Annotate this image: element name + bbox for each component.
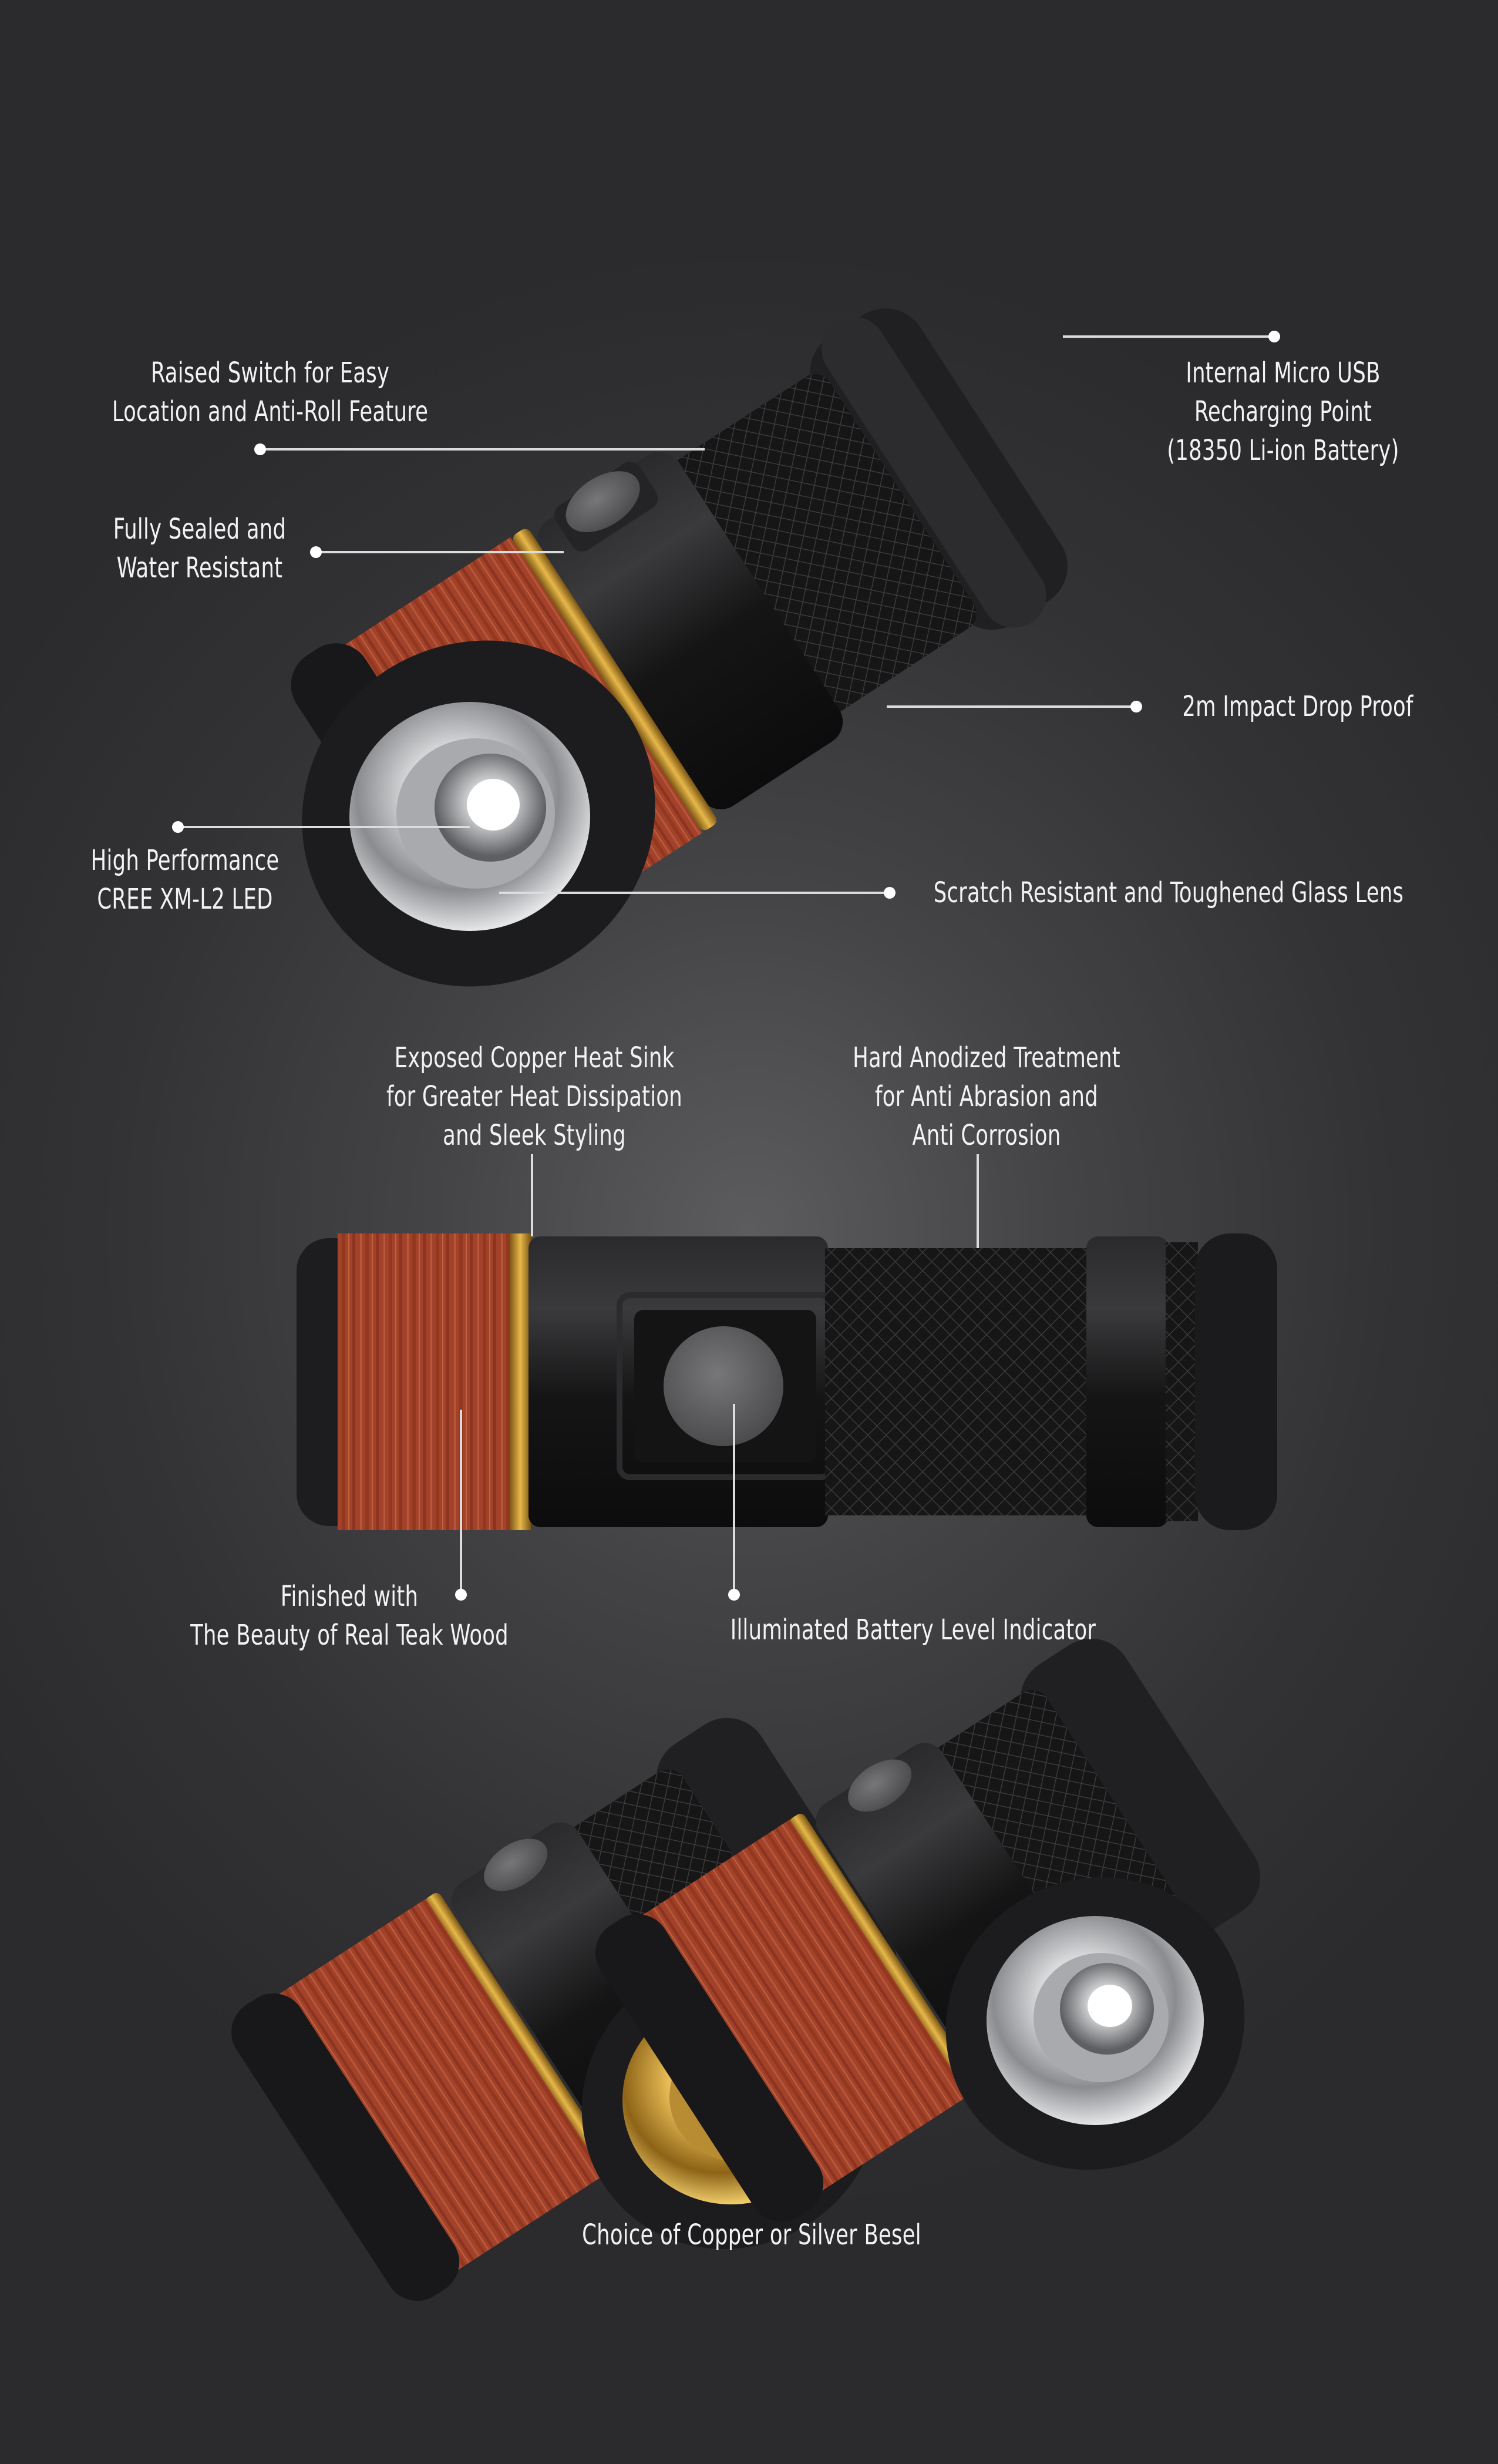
leader-dots bbox=[172, 331, 1280, 1601]
callout-drop-proof: 2m Impact Drop Proof bbox=[1182, 690, 1413, 723]
callout-battery-indicator: Illuminated Battery Level Indicator bbox=[730, 1613, 1096, 1646]
flashlight-side-illustration bbox=[297, 1233, 1277, 1530]
leader-lines bbox=[178, 335, 1274, 1595]
callout-glass-lens: Scratch Resistant and Toughened Glass Le… bbox=[933, 876, 1404, 909]
callout-bezel-choice: Choice of Copper or Silver Besel bbox=[582, 2218, 921, 2251]
callout-teak-wood: Finished with The Beauty of Real Teak Wo… bbox=[190, 1580, 509, 1652]
callout-hard-anodized: Hard Anodized Treatment for Anti Abrasio… bbox=[853, 1041, 1120, 1152]
callout-raised-switch: Raised Switch for Easy Location and Anti… bbox=[112, 357, 429, 428]
callout-micro-usb: Internal Micro USB Recharging Point (183… bbox=[1167, 357, 1399, 467]
callout-copper-heat-sink: Exposed Copper Heat Sink for Greater Hea… bbox=[386, 1041, 682, 1152]
callout-cree-led: High Performance CREE XM-L2 LED bbox=[90, 844, 280, 916]
flashlight-silver-bezel-illustration bbox=[595, 1638, 1261, 2222]
callout-sealed: Fully Sealed and Water Resistant bbox=[113, 513, 287, 584]
flashlight-angled-illustration bbox=[291, 308, 1068, 987]
